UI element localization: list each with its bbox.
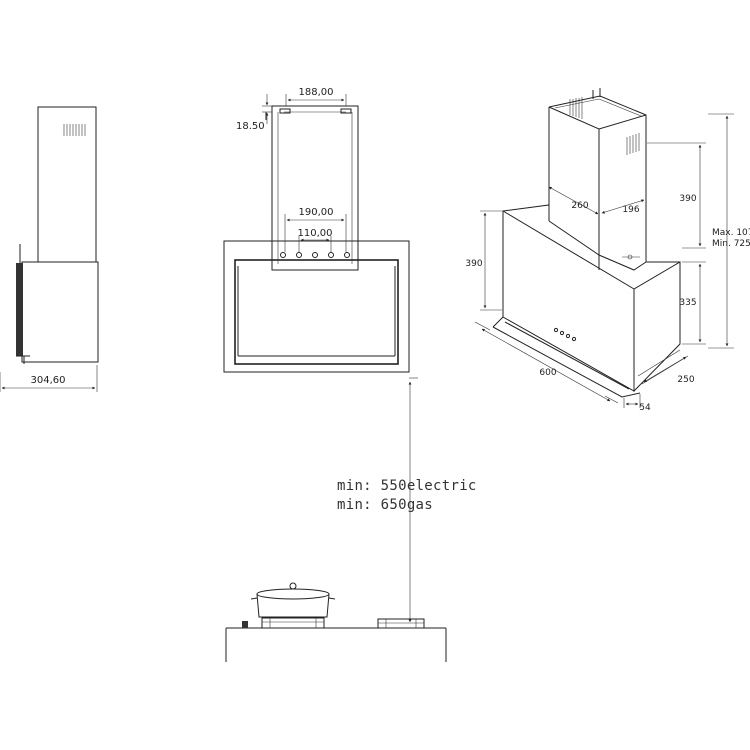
perspective-view: 260 196 390 335 Max. 1075 Min. 725 bbox=[465, 88, 750, 413]
glass-panel-3d bbox=[502, 210, 635, 392]
dim-bracket-mid: 190,00 bbox=[284, 207, 347, 252]
dim-glass-offset-label: 54 bbox=[639, 403, 651, 413]
burner-left-icon bbox=[261, 617, 325, 629]
dim-chimney-height-label: 390 bbox=[679, 194, 696, 204]
front-view: 188,00 18.50 190,00 110,00 min: 550elect… bbox=[223, 87, 477, 623]
hood-body-3d bbox=[492, 204, 681, 398]
hood-glass-panel bbox=[234, 259, 399, 365]
dim-body-height: 335 bbox=[679, 261, 706, 345]
dim-body-height-label: 335 bbox=[679, 298, 696, 308]
dim-hole-spacing-label: 110,00 bbox=[298, 228, 333, 239]
dim-side-depth-label: 304,60 bbox=[31, 375, 66, 386]
dim-hood-depth-label: 250 bbox=[677, 375, 694, 385]
glass-panel-side bbox=[16, 263, 23, 356]
dim-max-height-label: Max. 1075 bbox=[712, 228, 750, 238]
dim-bracket-top-label: 188,00 bbox=[299, 87, 334, 98]
dim-glass-offset: 54 bbox=[623, 394, 651, 413]
cooking-pot-icon bbox=[250, 582, 336, 618]
dim-bracket-mid-label: 190,00 bbox=[299, 207, 334, 218]
dim-glass-height: 390 bbox=[465, 210, 502, 311]
vent-grille-icon bbox=[63, 124, 86, 136]
vent-slots-left-icon bbox=[569, 97, 583, 119]
dim-hole-spacing: 110,00 bbox=[298, 228, 333, 252]
burner-right-icon bbox=[377, 618, 425, 629]
control-buttons bbox=[553, 327, 577, 342]
dim-chimney-depth: 196 bbox=[601, 199, 645, 215]
mount-slot-right bbox=[340, 108, 352, 114]
side-view: 304,60 bbox=[0, 106, 99, 392]
chimney-bracket bbox=[265, 105, 359, 271]
mount-slot-left bbox=[279, 108, 291, 114]
dim-bracket-offset: 18.50 bbox=[236, 94, 272, 132]
dim-glass-height-label: 390 bbox=[465, 259, 482, 269]
dim-hood-depth: 250 bbox=[633, 349, 695, 392]
chimney-3d bbox=[548, 88, 647, 270]
clearance-gas-label: min: 650gas bbox=[337, 497, 433, 513]
clearance-electric-label: min: 550electric bbox=[337, 478, 477, 494]
dim-bracket-offset-label: 18.50 bbox=[236, 121, 265, 132]
dim-chimney-width: 260 bbox=[548, 186, 599, 215]
dim-chimney-width-label: 260 bbox=[571, 201, 588, 211]
dim-side-depth: 304,60 bbox=[0, 365, 98, 392]
dim-bracket-top: 188,00 bbox=[285, 87, 347, 106]
vent-slots-right-icon bbox=[626, 133, 640, 155]
dim-total-height: Max. 1075 Min. 725 bbox=[708, 113, 750, 349]
dim-hood-width: 600 bbox=[474, 321, 619, 404]
cooktop bbox=[225, 582, 447, 662]
hood-body-side bbox=[21, 261, 99, 363]
mount-holes bbox=[280, 252, 350, 258]
dim-clearance: min: 550electric min: 650gas bbox=[337, 377, 477, 623]
dim-chimney-height: 390 bbox=[647, 142, 706, 249]
dim-hood-width-label: 600 bbox=[539, 368, 556, 378]
dim-min-height-label: Min. 725 bbox=[712, 239, 750, 249]
dim-chimney-depth-label: 196 bbox=[622, 205, 639, 215]
